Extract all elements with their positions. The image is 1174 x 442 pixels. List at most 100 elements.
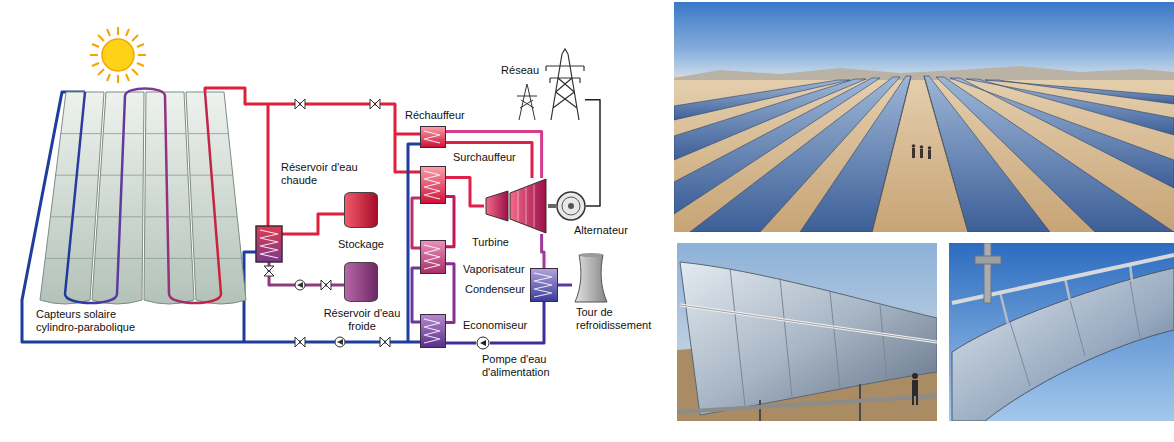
htf-pipes-part [408, 144, 420, 342]
photo-solar-field-part-part [912, 148, 915, 158]
alternator-symbol [556, 191, 586, 221]
photo-solar-field-part-part [928, 146, 932, 150]
htf-pipes-part [412, 268, 420, 322]
exchanger-coil [531, 269, 559, 303]
component-label: Réservoir d'eau chaude [281, 161, 376, 187]
photo-trough-closeup-part [975, 256, 1001, 264]
photo-solar-field-part-part [674, 78, 880, 214]
pylon-lattice [546, 49, 584, 120]
photo-trough-side-part-part [759, 400, 761, 421]
component-label: Réchauffeur [405, 109, 465, 122]
component-label: Réseau [501, 64, 539, 77]
turbine-lp [510, 179, 546, 233]
photo-trough-side-part-part [880, 305, 887, 380]
photo-solar-field-part-part [912, 144, 916, 148]
pipe-connector [446, 132, 542, 179]
heat-exchanger: Vaporisateur [420, 240, 446, 274]
group-label: Stockage [338, 238, 384, 251]
valve-symbols-part [295, 337, 305, 347]
heat-exchanger: Economiseur [420, 314, 446, 348]
coil-line [424, 131, 440, 143]
htf-pipes [22, 88, 420, 342]
pump-body [477, 337, 489, 349]
photo-solar-field-part-part [924, 76, 968, 232]
feed-pump: Pompe d'eau d'alimentation [476, 336, 490, 350]
photo-solar-field-part [674, 76, 1174, 232]
exchanger-coil [421, 167, 447, 205]
photo-trough-closeup-part-part [1000, 292, 1008, 324]
turbine-hp [486, 191, 508, 221]
small-pylon-part [517, 84, 537, 120]
photo-solar-field-part-part [872, 76, 911, 232]
component-label: Réservoir d'eau froide [320, 307, 404, 333]
component-label: Vaporisateur [463, 263, 525, 276]
photo-trough-side-part [677, 396, 937, 412]
storage-exchanger-part [256, 226, 282, 262]
photo-solar-field-part [912, 144, 932, 159]
coil-line [424, 171, 440, 199]
component-label: Pompe d'eau d'alimentation [482, 353, 566, 379]
photo-trough-side-part-part [912, 380, 918, 396]
photo-solar-field-part-part [985, 80, 1174, 104]
heat-exchanger: Surchauffeur [420, 166, 446, 204]
photo-solar-field-part-part [920, 145, 924, 149]
sun-rays-part [126, 29, 129, 36]
pipe-connector [585, 100, 600, 206]
valve-symbols-part [264, 266, 274, 276]
photo-trough-closeup-part-part [1070, 300, 1085, 356]
photo-trough-closeup-part [1010, 281, 1140, 386]
tower-symbol [572, 252, 610, 302]
htf-pipes-part [205, 88, 420, 172]
sun-rays-part [107, 74, 110, 81]
storage-exchanger-part [260, 230, 278, 258]
trough-mirror [186, 92, 246, 304]
component-label: Surchauffeur [453, 151, 516, 164]
photo-trough-side-part [680, 305, 937, 342]
photo-solar-field-part-part [928, 150, 931, 159]
photo-solar-field-part [872, 76, 968, 232]
pump-symbols-part [295, 280, 305, 290]
pipe-connector [548, 204, 556, 208]
valve-symbols-part [321, 280, 331, 290]
photo-trough-closeup-part [1000, 264, 1132, 324]
sun-rays-part [138, 54, 146, 56]
heat-exchanger: Réchauffeur [420, 126, 446, 148]
photo-solar-field-part-part [674, 80, 850, 120]
steam-turbine: Turbine [484, 178, 548, 234]
component-label: Turbine [472, 236, 509, 249]
photo-trough-side-part [912, 373, 918, 405]
component-label: Capteurs solaire cylindro-parabolique [36, 308, 158, 334]
photo-trough-side-part-part [780, 278, 792, 397]
photo-trough-closeup-part-part [1010, 322, 1030, 386]
photo-trough-closeup-part-part [1130, 264, 1132, 281]
pump-symbols-part [297, 282, 303, 288]
sun-rays-part [90, 54, 98, 56]
pipe-connector [446, 143, 532, 179]
alternator-ring [562, 197, 580, 215]
htf-pipes-part [282, 214, 344, 234]
pump-symbol [476, 336, 490, 350]
turbine-stage [518, 191, 519, 221]
photo-trough-side-part [680, 305, 937, 342]
sun-rays-part [92, 63, 99, 66]
turbine-stage [534, 185, 535, 228]
exchanger-coil [421, 127, 447, 149]
sun-rays-part [107, 29, 110, 36]
htf-pipes-part [412, 198, 420, 248]
photo-trough-closeup-part [984, 243, 991, 303]
photo-trough-side-part-part [916, 395, 918, 405]
photo-trough-side-part [680, 262, 937, 415]
photo-solar-field-part-part [950, 78, 1174, 188]
pipe-connector [446, 342, 476, 345]
photo-solar-field-part [674, 66, 1174, 80]
photo-solar-field-part [674, 76, 1174, 232]
turbine-stage [526, 188, 527, 224]
sun-rays-part [98, 35, 104, 41]
component-label: Tour de refroidissement [576, 306, 666, 332]
photo-trough-side [677, 243, 937, 421]
photo-trough-closeup-part [949, 243, 1174, 421]
photo-solar-field-part-part [966, 79, 1174, 135]
photo-trough-side-part-part [912, 373, 918, 379]
component-label: Economiseur [463, 319, 527, 332]
storage-exchanger [256, 226, 282, 262]
